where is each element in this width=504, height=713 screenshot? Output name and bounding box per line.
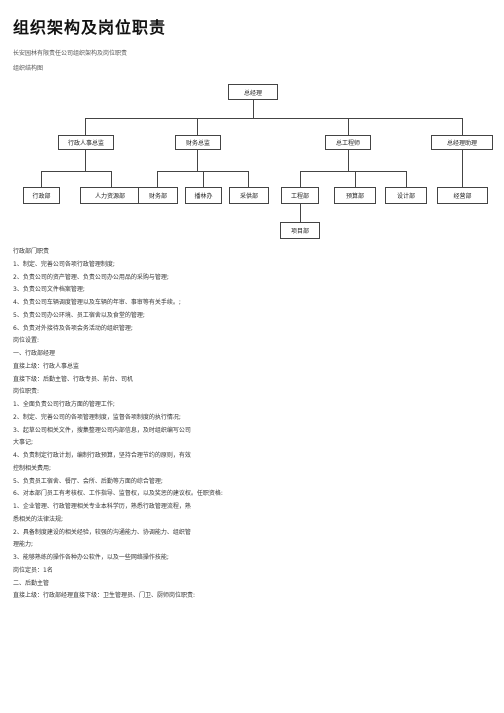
connector xyxy=(197,149,198,171)
org-chart: 总经理 行政人事总监 财务总监 总工程师 总经理助理 行政部 人力资源部 财务部… xyxy=(0,78,504,243)
connector xyxy=(355,171,356,187)
org-node-admin-dept: 行政部 xyxy=(23,187,60,204)
org-node-design-dept: 设计部 xyxy=(385,187,427,204)
org-node-admin-hr-director: 行政人事总监 xyxy=(58,135,114,150)
connector xyxy=(85,118,462,119)
org-node-business-dept: 经营部 xyxy=(437,187,488,204)
org-node-engineering-dept: 工程部 xyxy=(281,187,319,204)
body-line: 3、能够熟练的操作各种办公软件，以及一些网络操作技能; xyxy=(13,554,169,561)
page-title: 组织架构及岗位职责 xyxy=(13,18,167,37)
connector xyxy=(300,171,407,172)
body-line: 4、负责公司车辆调度管理以及车辆的年审、事审等有关手续。; xyxy=(13,299,181,306)
body-line: 直接上级：行政人事总监 xyxy=(13,362,80,370)
connector xyxy=(348,149,349,171)
org-node-chief-engineer: 总工程师 xyxy=(325,135,371,150)
body-line: 6、负责对外接待及各项会务活动的组织管理; xyxy=(13,324,133,332)
body-line: 1、制定、完善公司各项行政管理制度; xyxy=(13,260,115,268)
body-line: 2、负责公司的资产管理、负责公司办公用品的采购与管理; xyxy=(13,273,169,281)
connector xyxy=(248,171,249,187)
org-node-planting-office: 播林办 xyxy=(185,187,222,204)
connector xyxy=(203,171,204,187)
body-line: 悉相关的法律法规; xyxy=(13,515,64,523)
body-line: 6、对本部门员工有考核权、工作指导、监督权，以及奖惩的建议权。任职资格: xyxy=(13,490,223,498)
connector xyxy=(462,149,463,187)
company-subtitle: 长安园林有限责任公司组织架构及岗位职责 xyxy=(13,50,128,57)
org-node-finance-director: 财务总监 xyxy=(175,135,221,150)
body-line: 理能力; xyxy=(13,541,34,549)
body-line: 1、全面负责公司行政方面的管理工作; xyxy=(13,401,115,408)
body-line: 二、后勤主管 xyxy=(13,579,50,587)
body-line: 直接上级：行政部经理直接下级：卫生管理员、门卫、厨师岗位职责: xyxy=(13,592,196,600)
chart-heading: 组织结构图 xyxy=(13,65,44,72)
body-line: 5、负责员工宿舍、餐厅、会所、后勤等方面的综合管理; xyxy=(13,477,163,485)
body-line: 2、具备制度建设的相关经验，较强的沟通能力、协调能力、组织管 xyxy=(13,528,191,536)
body-line: 3、起草公司相关文件，搜集整理公司内部信息，及时组织编写公司 xyxy=(13,426,191,434)
connector xyxy=(253,99,254,119)
body-line: 1、企业管理、行政管理相关专业本科学历，熟悉行政管理流程，熟 xyxy=(13,503,191,510)
connector xyxy=(197,118,198,135)
document-body: 行政部门职责 1、制定、完善公司各项行政管理制度; 2、负责公司的资产管理、负责… xyxy=(13,246,493,603)
connector xyxy=(85,149,86,171)
org-node-general-manager: 总经理 xyxy=(228,84,278,100)
org-node-procurement-dept: 采供部 xyxy=(229,187,269,204)
org-node-budget-dept: 预算部 xyxy=(334,187,376,204)
org-node-gm-assistant: 总经理助理 xyxy=(431,135,493,150)
body-line: 一、行政部经理 xyxy=(13,350,56,357)
body-line: 5、负责公司办公环境、员工宿舍以及食堂的管理; xyxy=(13,311,145,319)
connector xyxy=(111,171,112,187)
org-node-finance-dept: 财务部 xyxy=(138,187,178,204)
connector xyxy=(157,171,158,187)
connector xyxy=(85,118,86,135)
body-line: 4、负责制定行政计划，编制行政预算，坚持合理节约的原则，有效 xyxy=(13,452,191,459)
body-line: 直接下级：后勤主管、行政专员、前台、司机 xyxy=(13,375,134,383)
body-line: 控制相关费用; xyxy=(13,464,52,472)
connector xyxy=(462,118,463,135)
body-line: 岗位职责: xyxy=(13,388,40,396)
org-node-project-dept: 项目部 xyxy=(280,222,320,239)
connector xyxy=(406,171,407,187)
connector xyxy=(300,203,301,222)
connector xyxy=(41,171,42,187)
body-line: 2、制定、完善公司的各项管理制度，监督各项制度的执行情况; xyxy=(13,413,181,421)
org-node-hr-dept: 人力资源部 xyxy=(80,187,140,204)
connector xyxy=(41,171,112,172)
connector xyxy=(348,118,349,135)
body-line: 岗位设置: xyxy=(13,337,40,345)
body-line: 大事记; xyxy=(13,439,34,447)
body-line: 3、负责公司文件档案管理; xyxy=(13,286,85,294)
connector xyxy=(300,171,301,187)
body-line: 行政部门职责 xyxy=(13,248,50,255)
body-line: 岗位定员：1名 xyxy=(13,566,53,574)
